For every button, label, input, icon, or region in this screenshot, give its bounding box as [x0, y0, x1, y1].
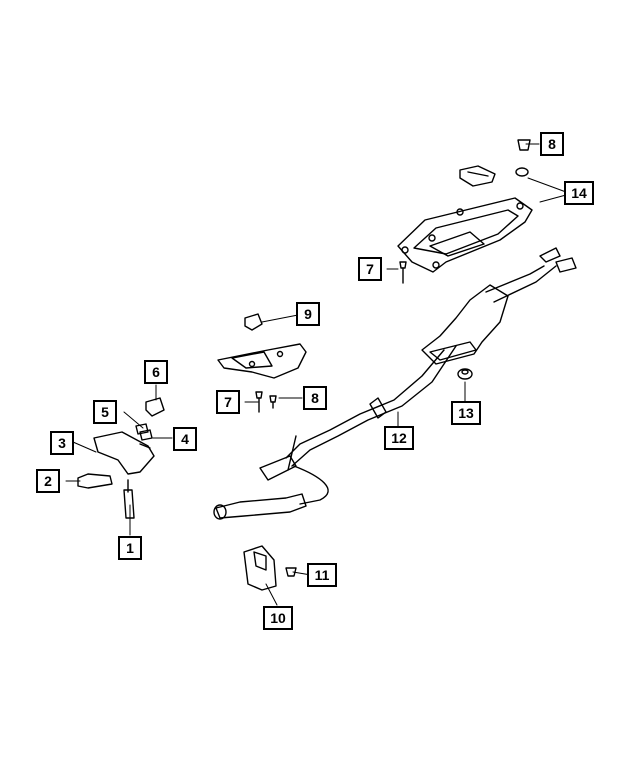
bolt-part-7-upper	[399, 261, 407, 284]
callout-13: 13	[451, 401, 481, 425]
grommet-part-13	[457, 368, 473, 380]
leader-lines	[65, 143, 567, 606]
callout-11: 11	[307, 563, 337, 587]
callout-12: 12	[384, 426, 414, 450]
callout-3: 3	[50, 431, 74, 455]
callout-4: 4	[173, 427, 197, 451]
callout-label: 6	[152, 364, 160, 380]
callout-label: 10	[270, 610, 286, 626]
mounting-plate-part-14	[397, 139, 533, 273]
callout-label: 7	[366, 261, 374, 277]
callout-9: 9	[296, 302, 320, 326]
callout-label: 8	[311, 390, 319, 406]
linkage-parts-1-6	[77, 397, 165, 519]
callout-label: 1	[126, 540, 134, 556]
cable-bracket-part-10-11	[243, 545, 297, 591]
callout-10: 10	[263, 606, 293, 630]
callout-2: 2	[36, 469, 60, 493]
callout-14: 14	[564, 181, 594, 205]
callout-label: 7	[224, 394, 232, 410]
callout-label: 4	[181, 431, 189, 447]
callout-label: 14	[571, 185, 587, 201]
callout-7-lower: 7	[216, 390, 240, 414]
callout-label: 9	[304, 306, 312, 322]
callout-label: 2	[44, 473, 52, 489]
fasteners-part-7-8	[255, 391, 277, 413]
callout-label: 3	[58, 435, 66, 451]
callout-label: 8	[548, 136, 556, 152]
callout-label: 13	[458, 405, 474, 421]
callout-7-upper: 7	[358, 257, 382, 281]
callout-label: 5	[101, 404, 109, 420]
shift-cable-part-12	[213, 247, 577, 520]
callout-8-lower: 8	[303, 386, 327, 410]
callout-8-upper: 8	[540, 132, 564, 156]
callout-6: 6	[144, 360, 168, 384]
callout-5: 5	[93, 400, 117, 424]
callout-label: 11	[314, 567, 330, 583]
callout-1: 1	[118, 536, 142, 560]
callout-label: 12	[391, 430, 407, 446]
bracket-part-9	[217, 313, 307, 379]
